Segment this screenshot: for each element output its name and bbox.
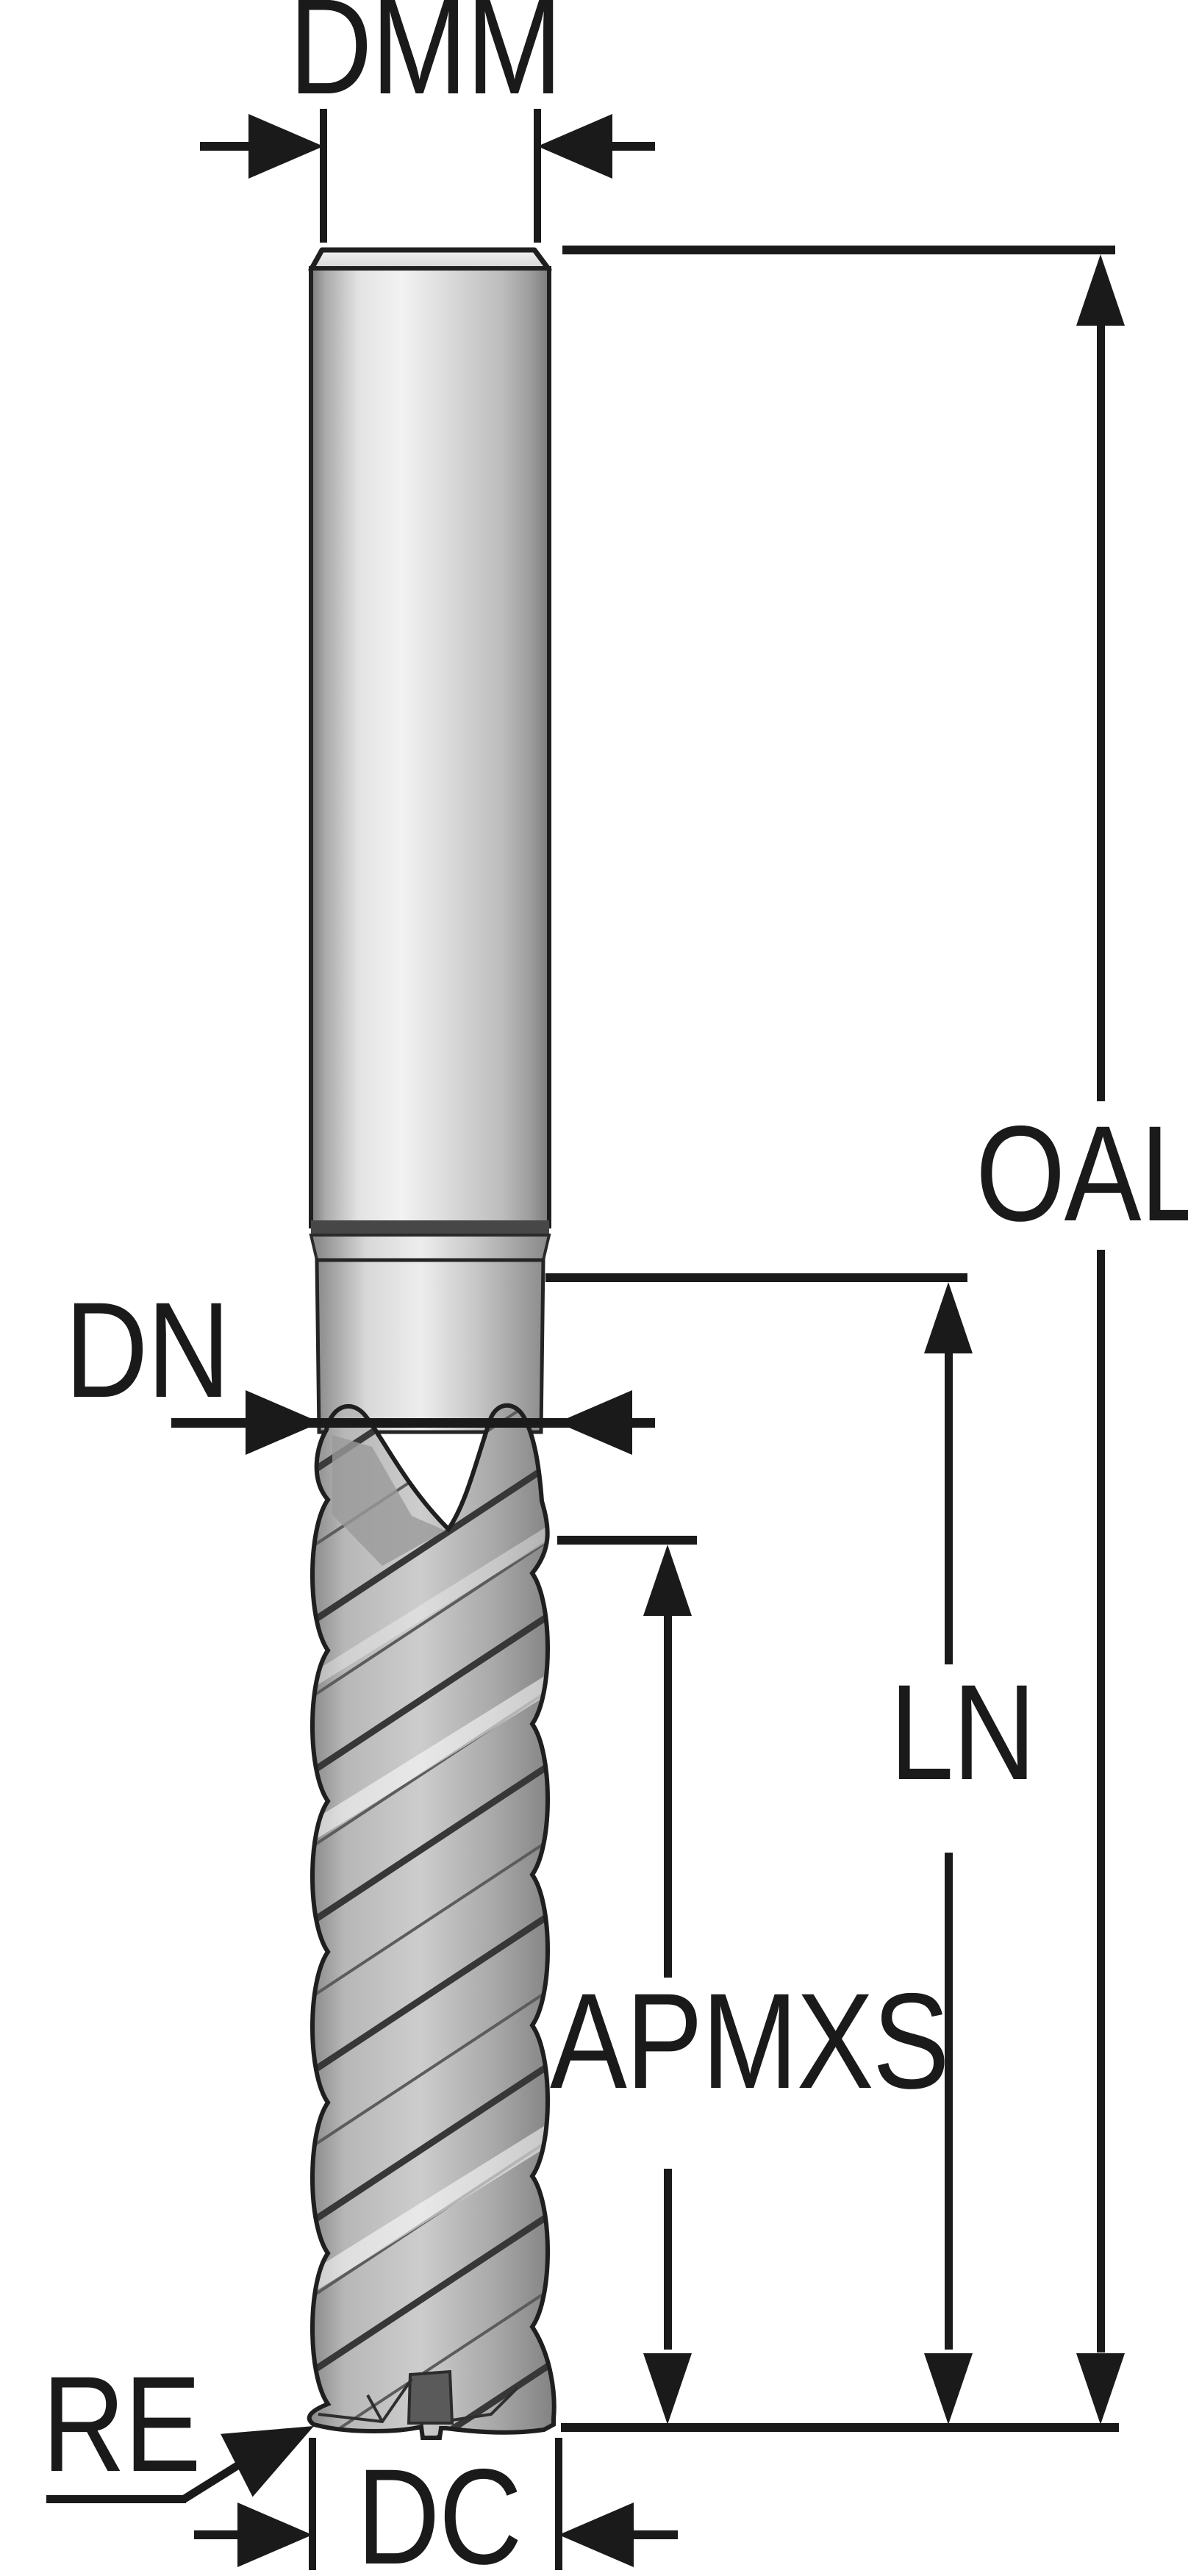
oal-line-lower xyxy=(1097,1250,1105,2353)
apmxs-line-lower xyxy=(664,2169,672,2350)
neck-taper xyxy=(309,1234,551,1262)
dimension-label-oal: OAL xyxy=(976,1098,1188,1250)
oal-arrowhead-bottom xyxy=(1076,2353,1125,2425)
dc-arrowhead-right xyxy=(559,2502,634,2567)
dmm-arrow-tail-right xyxy=(611,142,655,151)
re-leader-underline xyxy=(46,2495,186,2503)
apmxs-line-upper xyxy=(664,1612,672,1978)
apmxs-arrowhead-bottom xyxy=(643,2353,692,2425)
oal-extension-line-top xyxy=(562,246,1115,254)
shank-body xyxy=(309,266,551,1228)
spiral-flutes xyxy=(309,1405,554,2438)
dimension-label-dn: DN xyxy=(65,1275,230,1426)
ln-arrowhead-bottom xyxy=(924,2353,973,2425)
oal-arrowhead-top xyxy=(1076,254,1125,326)
neck xyxy=(315,1258,545,1434)
end-tooth-face xyxy=(407,2369,454,2425)
dimension-label-dc: DC xyxy=(357,2441,522,2576)
oal-line-upper xyxy=(1097,322,1105,1101)
dc-arrow-tail-left xyxy=(194,2530,238,2539)
dimension-label-dmm: DMM xyxy=(289,0,562,123)
dn-arrowhead-right xyxy=(557,1390,632,1455)
dmm-arrowhead-right xyxy=(537,114,612,179)
dc-extension-line-left xyxy=(309,2438,316,2570)
dc-arrow-tail-right xyxy=(632,2530,678,2539)
ln-line-lower xyxy=(945,1853,953,2350)
dmm-extension-line-left xyxy=(320,109,327,243)
apmxs-arrowhead-top xyxy=(643,1545,692,1616)
ln-extension-line-top xyxy=(545,1273,967,1282)
dmm-arrowhead-left xyxy=(248,114,323,179)
dimension-label-apmxs: APMXS xyxy=(550,1966,950,2117)
shank-neck-transition xyxy=(311,1220,549,1235)
dc-arrowhead-left xyxy=(237,2502,312,2567)
dimension-label-re: RE xyxy=(42,2349,201,2500)
dmm-arrow-tail-left xyxy=(200,142,250,151)
ln-arrowhead-top xyxy=(924,1282,973,1353)
apmxs-extension-line-top xyxy=(557,1536,697,1545)
dn-arrowhead-left xyxy=(246,1390,321,1455)
flute-section xyxy=(307,1403,557,2440)
bottom-extension-line xyxy=(561,2423,1119,2432)
end-facet-lines xyxy=(318,2378,519,2424)
ln-line-upper xyxy=(945,1350,953,1664)
dimension-label-ln: LN xyxy=(890,1657,1036,1808)
